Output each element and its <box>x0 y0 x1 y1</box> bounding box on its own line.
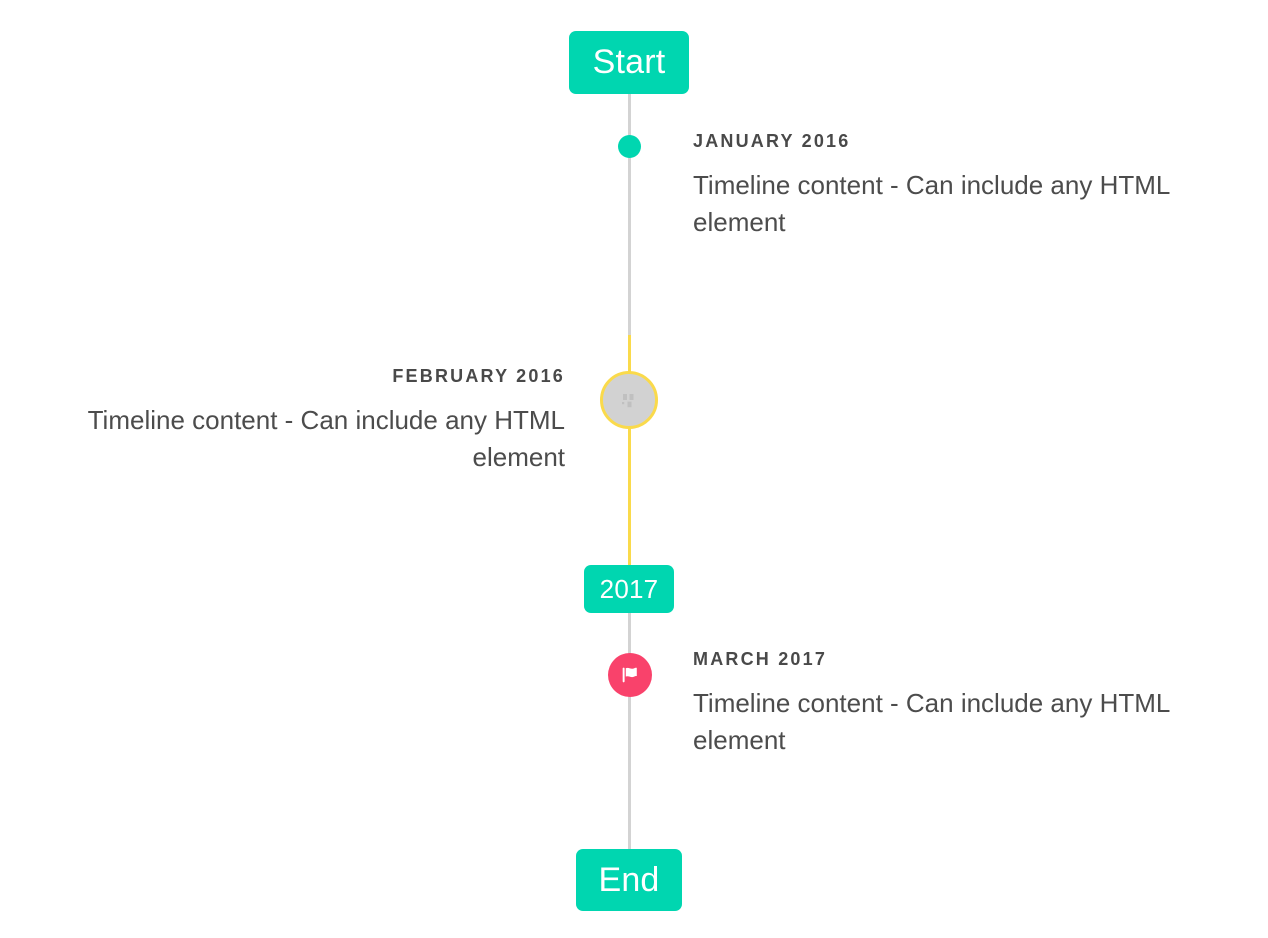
timeline-event-march-2017: MARCH 2017 Timeline content - Can includ… <box>693 649 1238 758</box>
timeline-marker-broken-image-icon[interactable] <box>600 371 658 429</box>
timeline-line-segment-top <box>628 94 631 335</box>
timeline-year-badge[interactable]: 2017 <box>584 565 674 613</box>
timeline-end-badge[interactable]: End <box>576 849 682 911</box>
broken-image-icon <box>621 392 638 409</box>
timeline-event-body: Timeline content - Can include any HTML … <box>693 169 1170 237</box>
timeline-line-segment-bottom <box>628 613 631 855</box>
timeline-event-february-2016: FEBRUARY 2016 Timeline content - Can inc… <box>20 366 565 475</box>
timeline-event-date: JANUARY 2016 <box>693 131 851 151</box>
timeline-event-date: MARCH 2017 <box>693 649 828 669</box>
timeline-event-january-2016: JANUARY 2016 Timeline content - Can incl… <box>693 131 1238 240</box>
timeline-start-badge-label: Start <box>592 43 666 81</box>
timeline-event-body: Timeline content - Can include any HTML … <box>87 404 565 472</box>
timeline-marker-dot-icon[interactable] <box>618 135 641 158</box>
timeline-line-segment-highlight <box>628 335 631 565</box>
timeline-event-body: Timeline content - Can include any HTML … <box>693 687 1170 755</box>
timeline-year-badge-label: 2017 <box>599 573 659 604</box>
timeline-start-badge[interactable]: Start <box>569 31 689 94</box>
timeline-event-date: FEBRUARY 2016 <box>392 366 565 386</box>
timeline-end-badge-label: End <box>598 860 660 899</box>
flag-icon <box>622 667 637 683</box>
timeline-marker-flag-icon[interactable] <box>608 653 652 697</box>
